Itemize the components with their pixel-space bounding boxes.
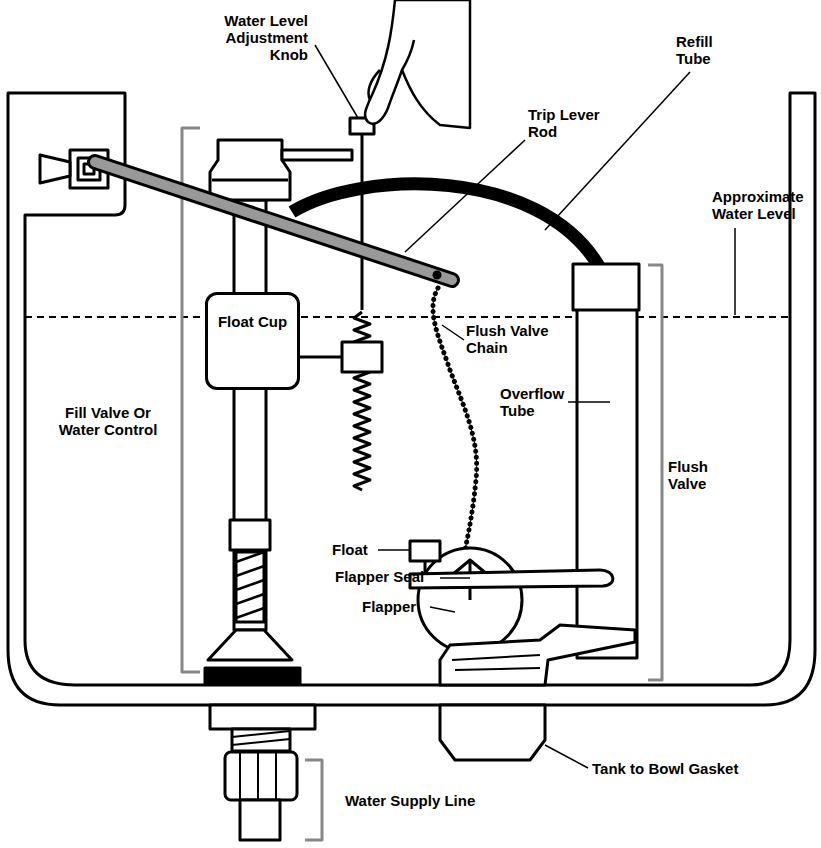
leader-line [405,140,525,252]
water-level-line [25,316,790,318]
adjustment-spring [354,312,370,490]
overflow-cap [573,264,639,310]
supply-nut [225,752,297,800]
fill-valve-cap [212,179,288,182]
supply-thread [232,731,290,745]
flapper-seat [452,655,540,670]
part-label: Water Level Adjustment Knob [190,12,308,63]
leader-line [378,549,410,551]
leader-line [315,45,358,118]
bracket [305,760,322,840]
leader-line [734,228,736,315]
part-label: Float Cup [208,295,297,330]
part-label: Refill Tube [676,33,746,67]
part-label: Flapper [362,598,432,615]
flapper-arm [410,570,613,588]
leader-line [440,577,470,579]
tank-bowl-gasket [440,705,545,760]
supply-pipe [240,800,280,840]
part-label: Tank to Bowl Gasket [592,760,792,777]
leader-lines [315,45,735,768]
leader-line [545,72,690,230]
bracket [648,265,662,680]
hand [365,0,470,128]
leader-line [430,607,455,612]
refill-tube [292,184,600,268]
flapper [418,548,522,652]
part-label: Float [332,541,378,558]
part-label: Flapper Seal [335,568,445,585]
supply-thread [232,729,290,751]
fill-valve-cap [210,140,290,200]
float-clip [300,356,342,359]
part-label: Flush Valve [668,458,740,492]
bracket [182,128,200,672]
fill-valve-thread [236,552,264,622]
part-label: Fill Valve Or Water Control [58,404,158,438]
handle-lever [40,155,70,183]
leader-line [545,745,588,768]
fill-valve-base [205,668,300,684]
float-cup: Float Cup [205,292,300,390]
fill-valve-coupling [230,520,270,550]
fill-valve-base [208,630,292,660]
leader-line [568,401,610,403]
part-label: Overflow Tube [500,385,570,419]
tank-wall [8,93,815,705]
float-clip [342,342,382,372]
trip-lever-hole [434,272,440,278]
supply-nut [240,752,276,800]
hand [368,40,414,100]
part-label: Trip Lever Rod [528,106,608,140]
leader-line [442,325,464,340]
flapper-float [410,541,440,561]
adjustment-rod [361,120,364,310]
fill-valve-thread [236,552,264,618]
part-label: Approximate Water Level [712,188,812,222]
part-label: Water Supply Line [345,792,545,809]
overflow-tube [577,268,637,658]
flapper-seat [440,625,635,685]
supply-nut [210,705,315,729]
fill-valve-arm [282,150,352,160]
part-label: Flush Valve Chain [466,322,576,356]
fill-valve-shank [234,200,266,630]
